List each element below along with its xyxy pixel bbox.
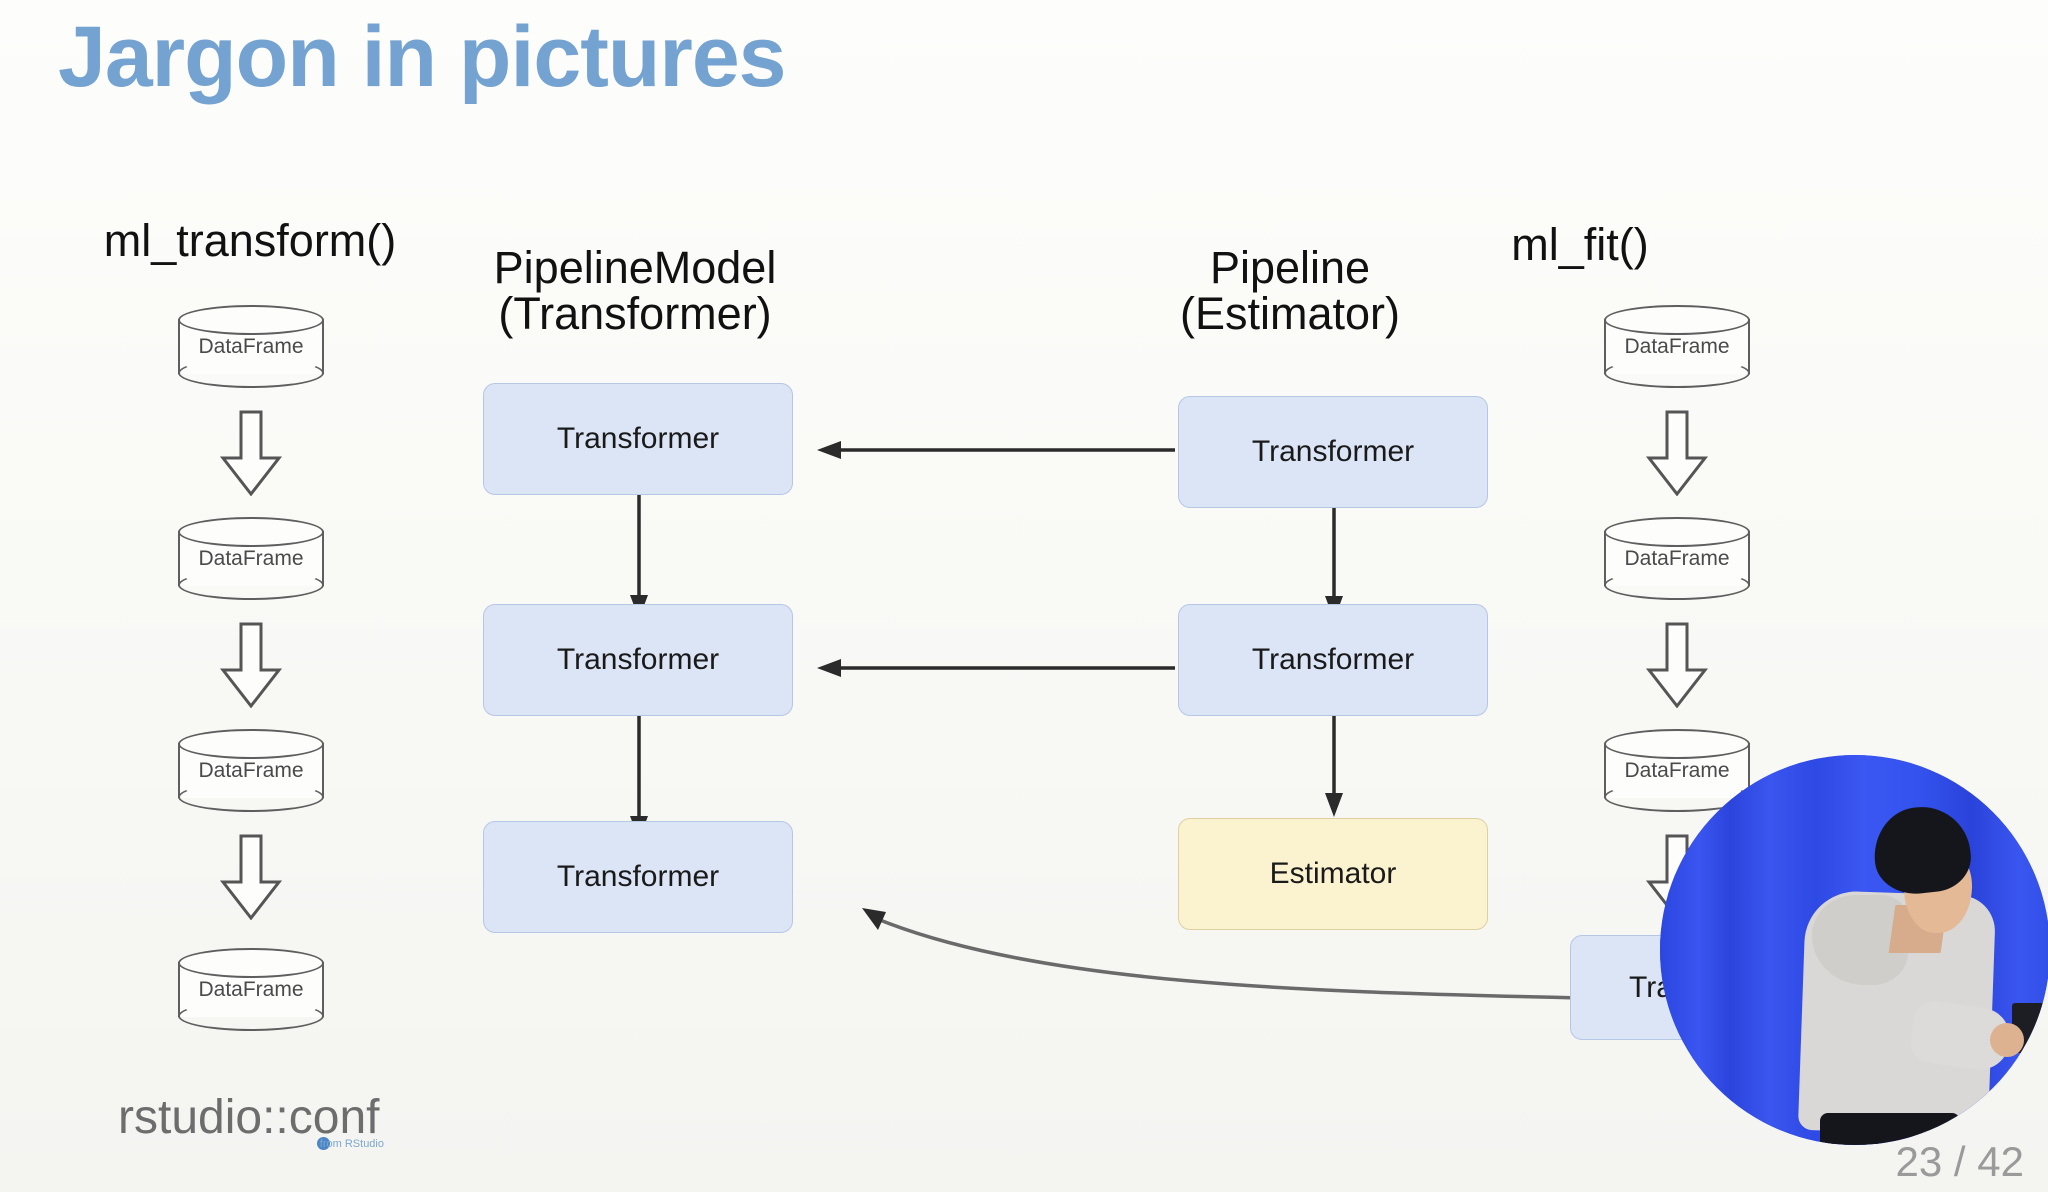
dataframe-cylinder: DataFrame: [178, 729, 324, 812]
column-heading-pipeline: Pipeline (Estimator): [1085, 245, 1495, 337]
connector-arrow-down-icon: [621, 495, 657, 621]
cylinder-top: [1604, 517, 1750, 547]
page-title: Jargon in pictures: [58, 9, 786, 105]
dataframe-label: DataFrame: [1624, 547, 1730, 570]
rstudio-conf-logo: rstudio::conf from RStudio: [118, 1090, 388, 1160]
column-heading-ml-fit: ml_fit(): [1511, 219, 1649, 270]
pipeline-heading-line2: (Estimator): [1179, 287, 1400, 339]
cylinder-bottom: [1604, 570, 1750, 600]
connector-arrow-down-icon: [1316, 716, 1352, 819]
cylinder-bottom: [178, 782, 324, 812]
pipeline-transformer-box-2[interactable]: Transformer: [1178, 604, 1488, 716]
logo-tagline: from RStudio: [319, 1138, 384, 1150]
page-counter: 23 / 42: [1895, 1138, 2024, 1185]
cylinder-bottom: [178, 1001, 324, 1031]
presenter-video-circle[interactable]: [1660, 755, 2048, 1145]
connector-arrow-left-top-icon: [815, 437, 1175, 463]
dataframe-cylinder: DataFrame: [178, 948, 324, 1031]
flow-arrow-down-icon: [1645, 622, 1709, 708]
flow-arrow-down-icon: [219, 622, 283, 708]
cylinder-top: [178, 517, 324, 547]
dataframe-label: DataFrame: [1624, 335, 1730, 358]
pipelinemodel-heading-line2: (Transformer): [498, 287, 772, 339]
cylinder-top: [1604, 305, 1750, 335]
cylinder-bottom: [178, 570, 324, 600]
dataframe-label: DataFrame: [1624, 759, 1730, 782]
cylinder-bottom: [1604, 358, 1750, 388]
presenter-legs: [1820, 1113, 1960, 1145]
pipeline-heading-line1: Pipeline: [1209, 242, 1371, 293]
pipelinemodel-transformer-box-3[interactable]: Transformer: [483, 821, 793, 933]
dataframe-label: DataFrame: [198, 759, 304, 782]
connector-arrow-curved-icon: [820, 880, 1580, 1010]
dataframe-cylinder: DataFrame: [178, 517, 324, 600]
dataframe-cylinder: DataFrame: [178, 305, 324, 388]
dataframe-cylinder: DataFrame: [1604, 305, 1750, 388]
flow-arrow-down-icon: [219, 410, 283, 496]
pipelinemodel-transformer-box-1[interactable]: Transformer: [483, 383, 793, 495]
dataframe-label: DataFrame: [198, 335, 304, 358]
flow-arrow-down-icon: [1645, 410, 1709, 496]
column-heading-pipelinemodel: PipelineModel (Transformer): [430, 245, 840, 337]
cylinder-bottom: [178, 358, 324, 388]
cylinder-top: [178, 305, 324, 335]
flow-arrow-down-icon: [219, 834, 283, 920]
dataframe-cylinder: DataFrame: [1604, 517, 1750, 600]
dataframe-label: DataFrame: [198, 547, 304, 570]
pipelinemodel-transformer-box-2[interactable]: Transformer: [483, 604, 793, 716]
pipeline-estimator-box[interactable]: Estimator: [1178, 818, 1488, 930]
cylinder-top: [178, 729, 324, 759]
presenter-hand: [1990, 1023, 2024, 1057]
pipeline-transformer-box-1[interactable]: Transformer: [1178, 396, 1488, 508]
column-heading-ml-transform: ml_transform(): [103, 215, 397, 266]
pipelinemodel-heading-line1: PipelineModel: [493, 242, 777, 293]
logo-dot-icon: [317, 1137, 330, 1150]
logo-text: rstudio::conf: [118, 1091, 380, 1144]
connector-arrow-left-middle-icon: [815, 655, 1175, 681]
cylinder-top: [178, 948, 324, 978]
dataframe-label: DataFrame: [198, 978, 304, 1001]
